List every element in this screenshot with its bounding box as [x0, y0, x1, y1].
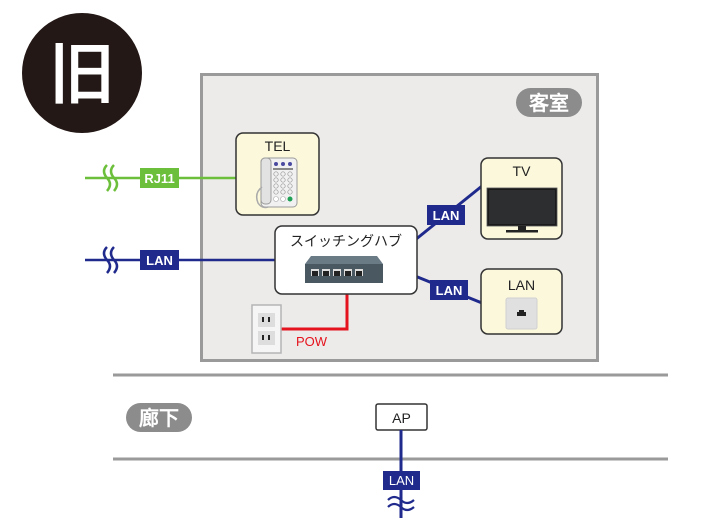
lan-ap-cable: LAN — [383, 430, 420, 518]
power-label: POW — [296, 334, 328, 349]
lan-ap-tag — [383, 471, 420, 490]
network-switch-icon — [305, 256, 383, 283]
tv-device: TV — [480, 157, 563, 240]
lan-tv-label: LAN — [433, 208, 460, 223]
power-line — [281, 294, 349, 331]
power-outlet-icon — [251, 304, 282, 354]
ap-device: AP — [375, 403, 428, 431]
guest-room-label: 客室 — [528, 91, 569, 115]
lan-ap-break-icon — [387, 495, 415, 512]
tel-device: TEL — [235, 132, 320, 216]
hallway-pill-bg — [126, 403, 192, 432]
rj11-cable: RJ11 — [85, 164, 238, 192]
hallway-pill: 廊下 — [126, 403, 192, 432]
lan-port-tag — [430, 280, 468, 300]
telephone-icon — [255, 157, 298, 209]
rj11-label: RJ11 — [144, 171, 174, 186]
television-icon — [486, 187, 558, 233]
rj11-break-icon — [102, 164, 119, 192]
lan-port-label: LAN — [508, 277, 535, 293]
lan-port-cable: LAN — [414, 274, 483, 305]
ethernet-port-icon — [505, 297, 538, 330]
tv-label: TV — [513, 163, 532, 179]
power-cable: POW — [281, 294, 349, 349]
lan-ap-label: LAN — [389, 473, 414, 488]
hallway-label: 廊下 — [139, 406, 179, 430]
outlet-plate — [251, 304, 282, 354]
tel-label: TEL — [265, 138, 291, 154]
outlet-socket-bottom — [258, 331, 275, 345]
old-badge: 旧 — [22, 13, 142, 133]
switching-hub-label: スイッチングハブ — [290, 233, 402, 250]
lan-in-cable: LAN — [85, 246, 275, 274]
lan-tv-tag — [427, 205, 465, 225]
lan-tv-cable: LAN — [414, 184, 483, 242]
outlet-socket-top — [258, 313, 275, 327]
lan-in-break-icon — [102, 246, 119, 274]
lan-in-tag — [140, 250, 179, 270]
ap-label: AP — [392, 410, 411, 426]
guest-room-pill-bg — [516, 88, 582, 117]
lan-in-label: LAN — [146, 253, 173, 268]
badge-circle — [22, 13, 142, 133]
guest-room-pill: 客室 — [516, 88, 582, 117]
badge-label: 旧 — [49, 36, 115, 113]
lan-port-cable-label: LAN — [436, 283, 463, 298]
rj11-tag — [140, 168, 179, 188]
lan-port-device: LAN — [480, 268, 563, 335]
switching-hub-device: スイッチングハブ — [274, 225, 418, 295]
